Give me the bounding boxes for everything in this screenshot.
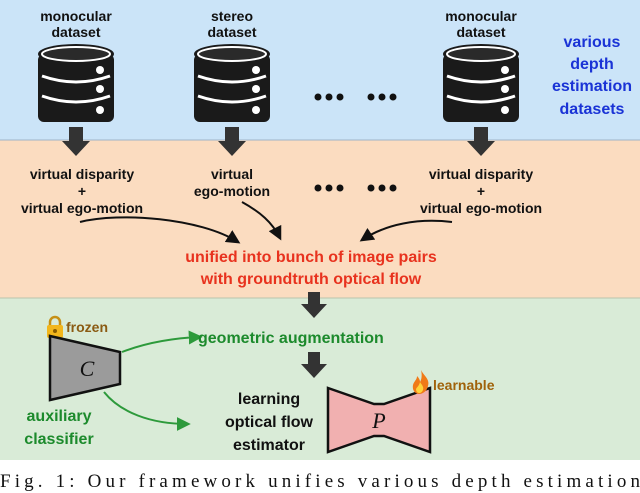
learning-estimator-label: learning optical flow estimator — [225, 391, 314, 454]
aug-arrow — [121, 330, 203, 353]
svg-text:depth: depth — [570, 56, 614, 73]
database-icon — [443, 44, 519, 122]
svg-text:+: + — [477, 183, 485, 199]
svg-text:C: C — [80, 356, 95, 381]
svg-text:auxiliary: auxiliary — [27, 408, 92, 425]
svg-text:+: + — [78, 183, 86, 199]
svg-text:P: P — [371, 408, 385, 433]
virtual-label-right: virtual disparity + virtual ego-motion — [420, 166, 542, 216]
aux-arrow — [103, 391, 191, 431]
svg-text:datasets: datasets — [560, 101, 625, 118]
down-arrow-middle — [218, 127, 246, 156]
database-icon — [194, 44, 270, 122]
svg-text:with groundtruth optical flow: with groundtruth optical flow — [200, 271, 422, 288]
ellipsis-icon — [314, 93, 397, 101]
lock-icon — [47, 315, 63, 338]
middle-band — [0, 140, 640, 298]
geometric-augmentation: geometric augmentation — [198, 330, 384, 347]
svg-text:estimation: estimation — [552, 78, 632, 95]
database-icon — [38, 44, 114, 122]
svg-text:monocular: monocular — [445, 8, 517, 24]
frozen-label: frozen — [66, 319, 108, 335]
down-arrow-unified — [301, 292, 327, 318]
estimator-p: P — [326, 386, 432, 454]
down-arrow-left — [62, 127, 90, 156]
dataset-label-middle: stereo dataset — [207, 8, 256, 40]
merge-arrow-left — [79, 216, 241, 244]
svg-text:unified into bunch of image pa: unified into bunch of image pairs — [185, 249, 437, 266]
down-arrow-right — [467, 127, 495, 156]
svg-text:virtual ego-motion: virtual ego-motion — [21, 200, 143, 216]
svg-text:dataset: dataset — [51, 24, 100, 40]
svg-text:virtual: virtual — [211, 166, 253, 182]
svg-text:learning: learning — [238, 391, 300, 408]
svg-text:monocular: monocular — [40, 8, 112, 24]
svg-text:optical flow: optical flow — [225, 414, 314, 431]
svg-text:classifier: classifier — [24, 431, 93, 448]
svg-text:virtual disparity: virtual disparity — [30, 166, 134, 182]
svg-text:virtual ego-motion: virtual ego-motion — [420, 200, 542, 216]
down-arrow-learning — [301, 352, 327, 378]
svg-text:stereo: stereo — [211, 8, 253, 24]
svg-text:dataset: dataset — [456, 24, 505, 40]
learnable-label: learnable — [433, 377, 495, 393]
svg-text:virtual disparity: virtual disparity — [429, 166, 533, 182]
unified-text: unified into bunch of image pairs with g… — [185, 249, 437, 288]
various-datasets-note: various depth estimation datasets — [552, 34, 632, 118]
virtual-label-left: virtual disparity + virtual ego-motion — [21, 166, 143, 216]
merge-arrow-right — [359, 219, 453, 242]
auxiliary-classifier-label: auxiliary classifier — [24, 408, 93, 448]
flame-icon — [412, 370, 429, 394]
figure-caption: Fig. 1: Our framework unifies various de… — [0, 471, 640, 492]
classifier-c: C — [48, 334, 122, 402]
svg-text:ego-motion: ego-motion — [194, 183, 270, 199]
dataset-label-right: monocular dataset — [445, 8, 517, 40]
dataset-label-left: monocular dataset — [40, 8, 112, 40]
svg-text:estimator: estimator — [233, 437, 305, 454]
ellipsis-icon — [314, 184, 397, 192]
merge-arrow-middle — [241, 201, 282, 241]
virtual-label-middle: virtual ego-motion — [194, 166, 270, 199]
svg-text:dataset: dataset — [207, 24, 256, 40]
svg-text:various: various — [564, 34, 621, 51]
